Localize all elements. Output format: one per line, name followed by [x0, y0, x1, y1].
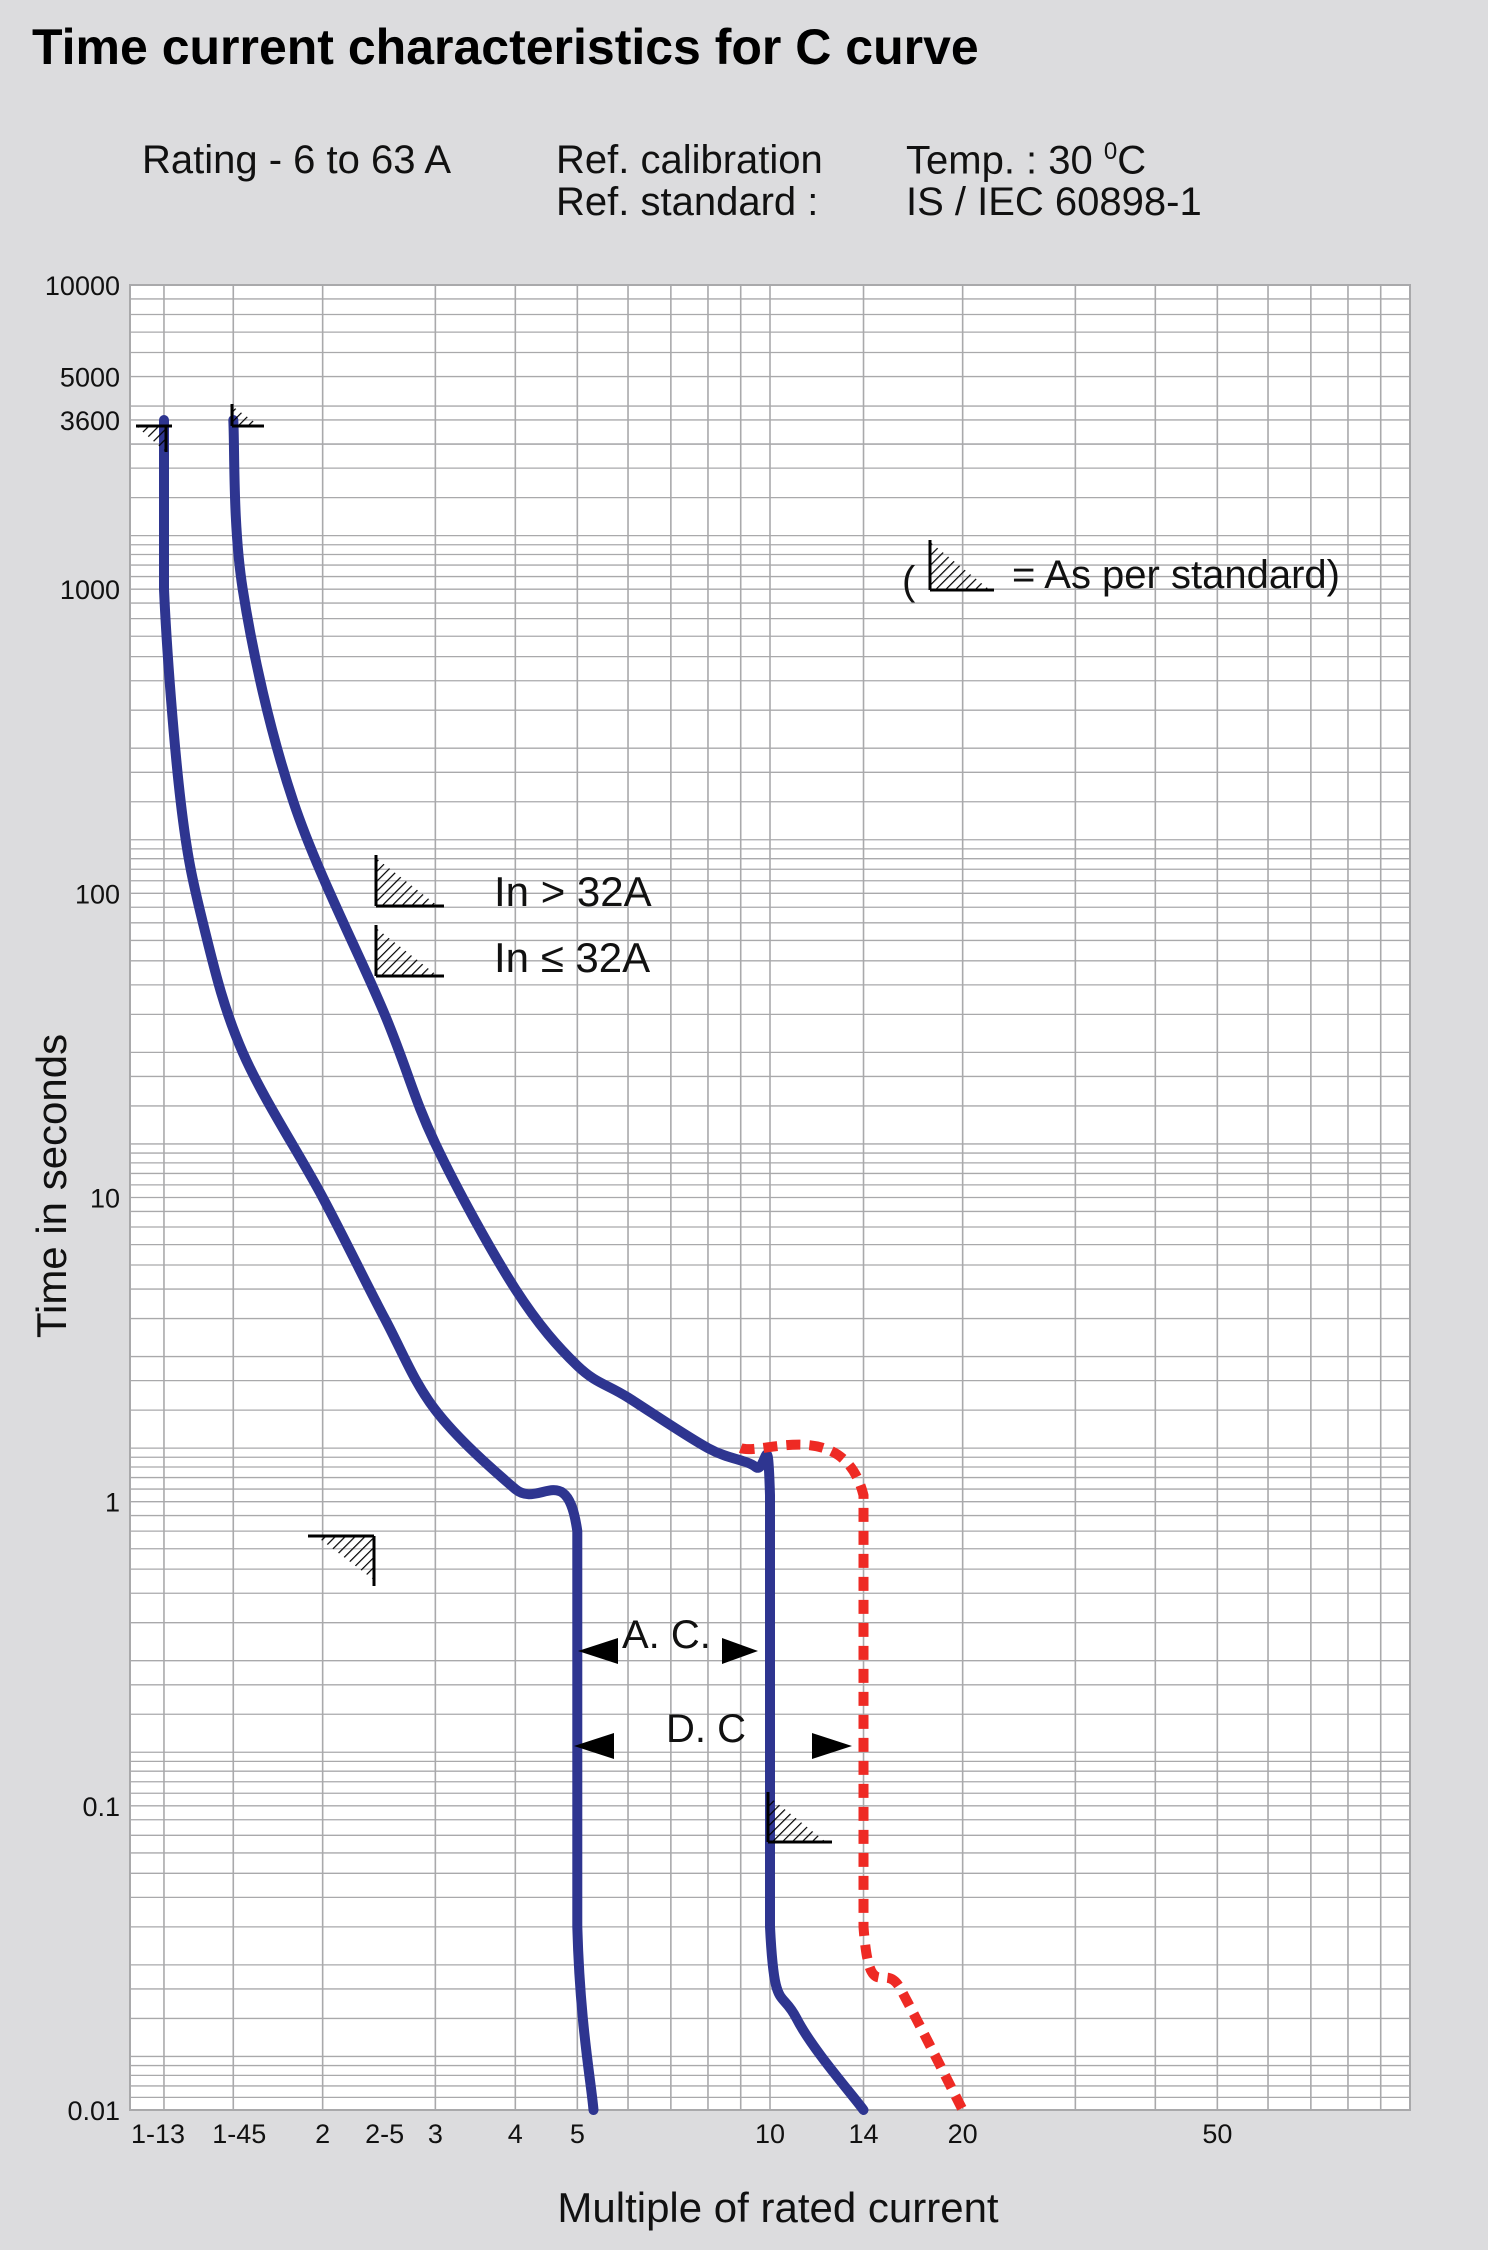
temperature-value: Temp. : 30 — [906, 138, 1093, 183]
hatch-marker-in-le-32a — [374, 925, 444, 978]
ref-standard-label: Ref. standard : — [556, 180, 819, 224]
x-tick-label: 4 — [508, 2119, 523, 2149]
y-tick-label: 5000 — [60, 363, 120, 393]
y-tick-label: 0.1 — [82, 1792, 120, 1822]
legend-paren-open: ( — [902, 559, 916, 603]
hatch-marker-3600-left — [136, 424, 172, 452]
y-tick-label: 1000 — [60, 575, 120, 605]
x-tick-label: 10 — [755, 2119, 785, 2149]
hatch-marker-legend — [928, 540, 994, 592]
label-dc: D. C — [666, 1707, 746, 1751]
dc-arrows — [574, 1733, 852, 1759]
legend-as-per-standard: = As per standard) — [1012, 553, 1340, 597]
chart-title: Time current characteristics for C curve — [32, 19, 979, 75]
x-tick-label: 2 — [315, 2119, 330, 2149]
hatch-marker-10x — [766, 1792, 832, 1844]
y-tick-label: 1 — [105, 1488, 120, 1518]
x-tick-label: 1-13 — [131, 2119, 185, 2149]
y-tick-label: 100 — [75, 879, 120, 909]
rating-text: Rating - 6 to 63 A — [142, 138, 452, 182]
y-tick-labels: 10000 5000 3600 1000 100 10 1 0.1 0.01 — [45, 271, 120, 2126]
x-tick-label: 3 — [428, 2119, 443, 2149]
y-tick-label: 10 — [90, 1184, 120, 1214]
hatch-marker-3600-right — [230, 404, 264, 428]
x-tick-label: 2-5 — [365, 2119, 404, 2149]
x-tick-label: 14 — [848, 2119, 878, 2149]
x-tick-label: 50 — [1202, 2119, 1232, 2149]
trip-curve-1 — [159, 415, 599, 2115]
temperature-text: Temp. : 30 0C — [906, 138, 1146, 183]
label-in-gt-32a: In > 32A — [494, 868, 652, 915]
y-tick-label: 0.01 — [67, 2096, 120, 2126]
standard-text: IS / IEC 60898-1 — [906, 180, 1202, 224]
curves — [159, 415, 968, 2115]
temperature-unit: C — [1117, 138, 1147, 183]
hatch-marker-in-gt-32a — [374, 855, 444, 908]
ref-calibration-label: Ref. calibration — [556, 138, 823, 182]
y-tick-label: 10000 — [45, 271, 120, 301]
dc-dashed-curve — [738, 1439, 968, 2113]
x-tick-label: 1-45 — [212, 2119, 266, 2149]
y-tick-label: 3600 — [60, 406, 120, 436]
plot-frame — [129, 284, 1411, 2111]
x-tick-labels: 1-13 1-45 2 2-5 3 4 5 10 14 20 50 — [131, 2119, 1232, 2149]
x-tick-label: 20 — [948, 2119, 978, 2149]
ac-arrows — [578, 1638, 758, 1664]
x-axis-title: Multiple of rated current — [557, 2184, 999, 2231]
temperature-superscript: 0 — [1103, 138, 1118, 165]
label-ac: A. C. — [622, 1613, 711, 1657]
label-in-le-32a: In ≤ 32A — [494, 934, 650, 981]
y-axis-title: Time in seconds — [28, 1034, 75, 1338]
x-tick-label: 5 — [570, 2119, 585, 2149]
hatch-marker-1s — [308, 1534, 376, 1586]
trip-curve-2 — [228, 415, 869, 2115]
